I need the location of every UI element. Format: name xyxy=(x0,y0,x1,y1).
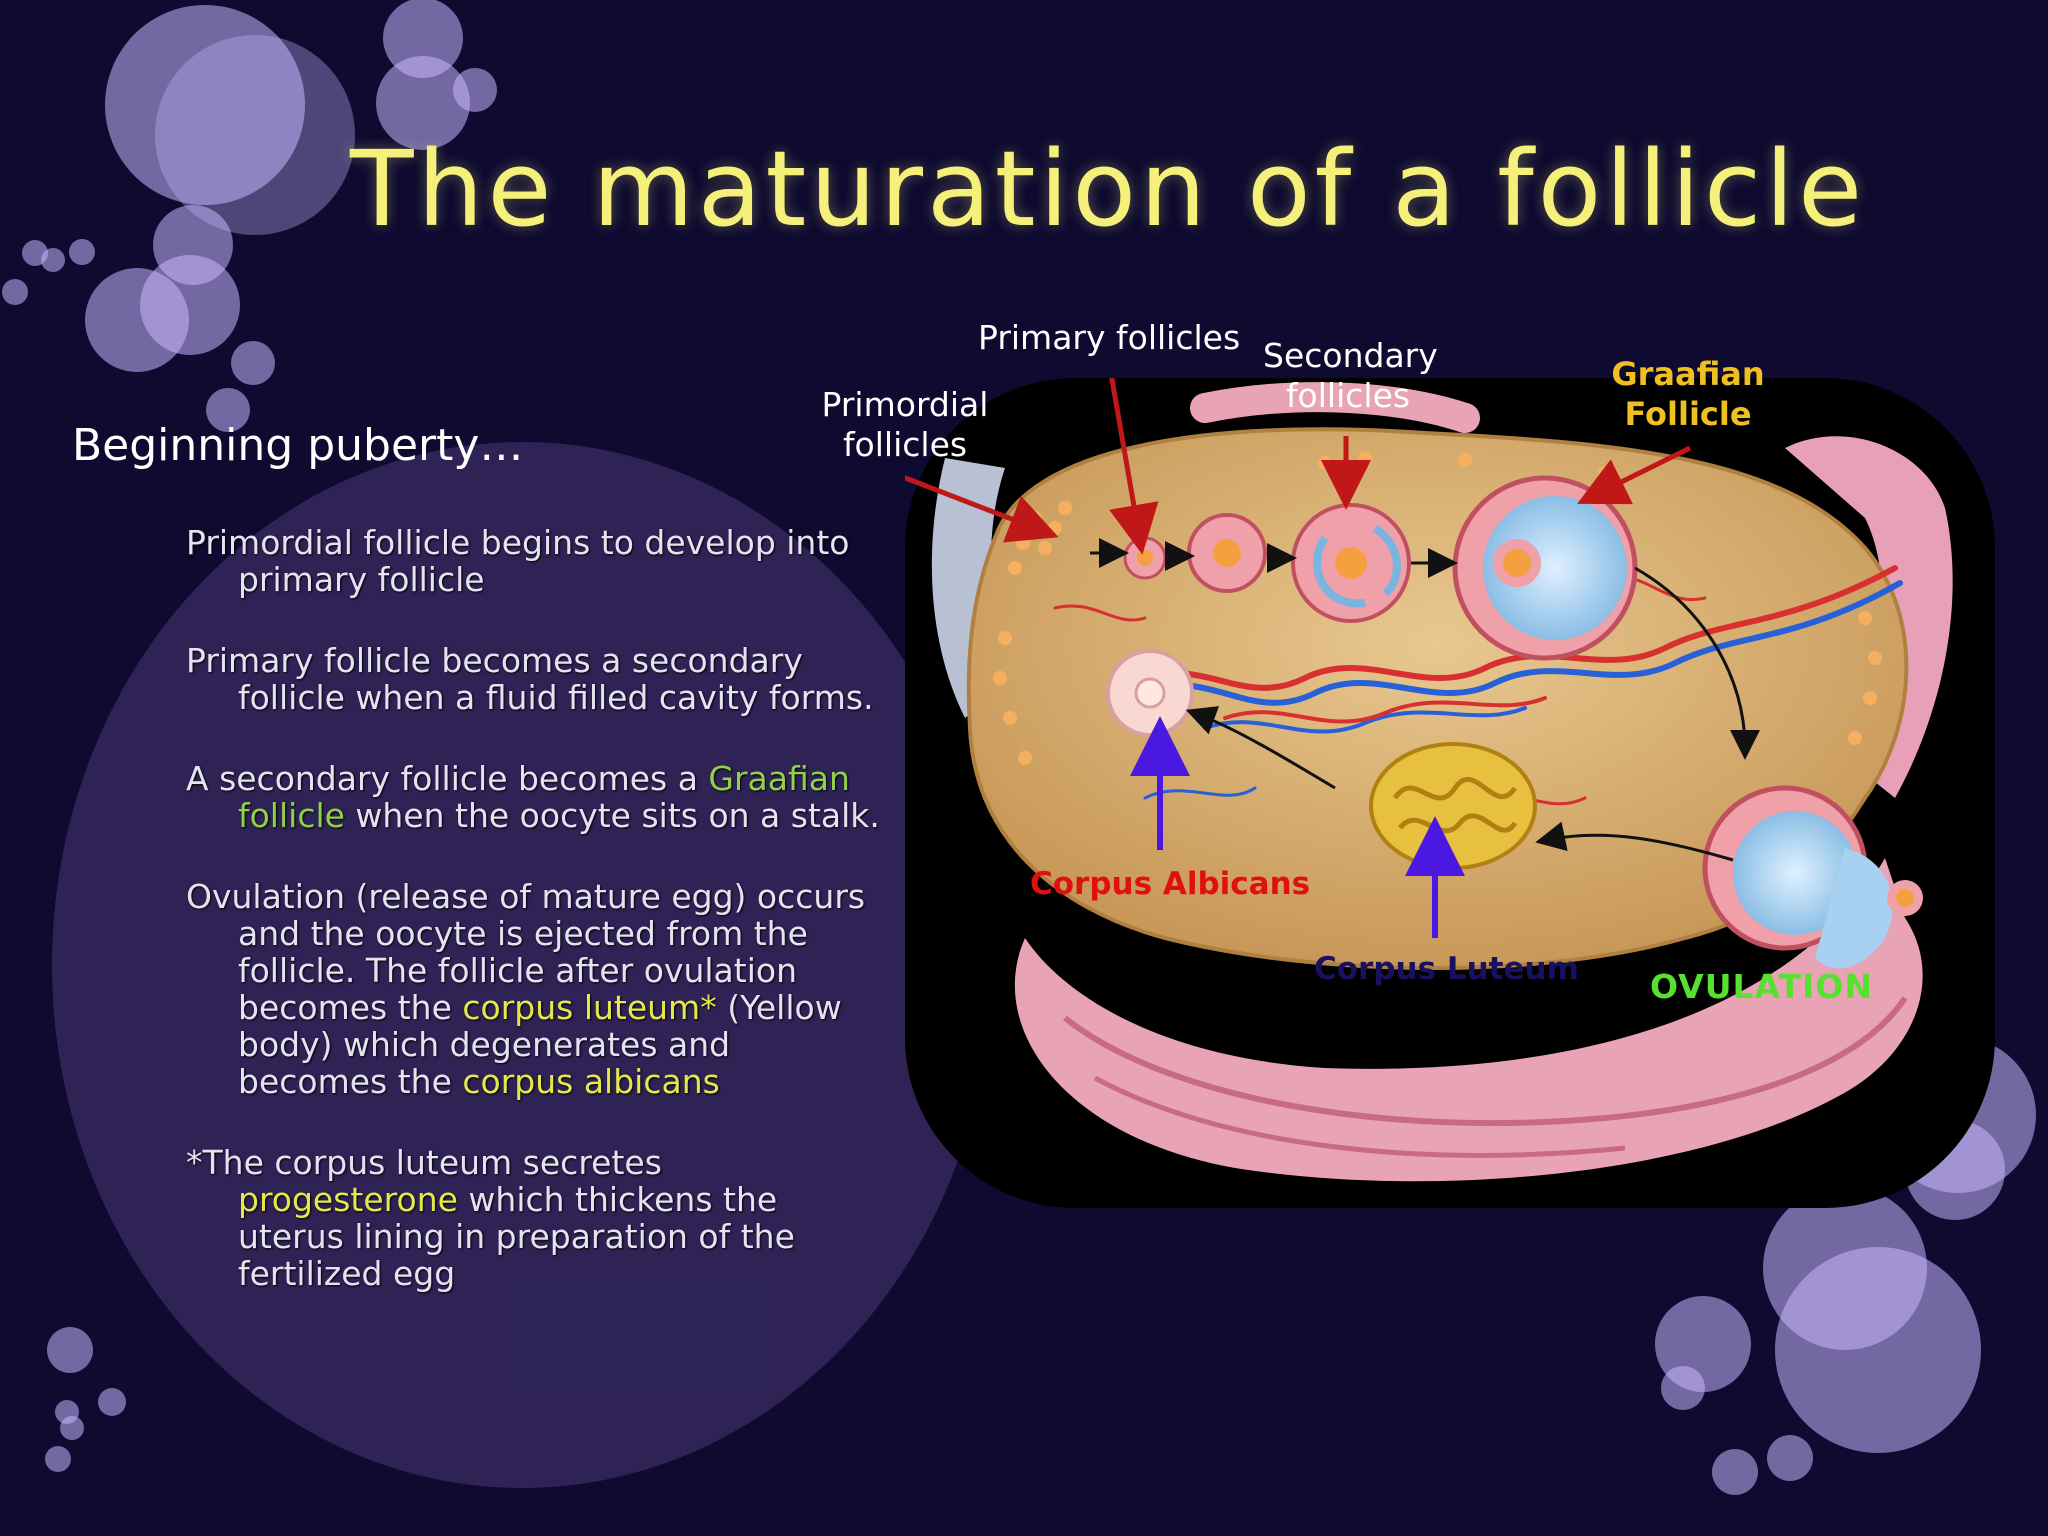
bullet-text: *The corpus luteum secretes xyxy=(186,1143,662,1182)
bullet-item: A secondary follicle becomes a Graafian … xyxy=(186,760,886,834)
label-arrows-red xyxy=(905,378,1692,555)
label-secondary-line1: Secondary xyxy=(1263,336,1438,375)
bullet-list: Primordial follicle begins to develop in… xyxy=(186,524,886,1336)
bubble xyxy=(1712,1449,1758,1495)
graafian-follicle xyxy=(1452,475,1638,661)
label-primary-follicles: Primary follicles xyxy=(978,318,1241,357)
ovulating-follicle xyxy=(1702,785,1923,969)
label-primordial-line2: follicles xyxy=(842,425,968,464)
bullet-text: Primary follicle becomes a secondary fol… xyxy=(186,641,874,717)
bubble xyxy=(98,1388,126,1416)
bubble xyxy=(1775,1247,1981,1453)
text-panel-circle xyxy=(52,442,992,1488)
bubble xyxy=(47,1327,93,1373)
bubble xyxy=(60,1416,84,1440)
label-primordial-follicles: Primordial follicles xyxy=(820,385,990,465)
highlighted-term: corpus luteum* xyxy=(462,988,717,1027)
bubble xyxy=(155,35,355,235)
label-corpus-albicans: Corpus Albicans xyxy=(1030,866,1311,902)
primary-follicle-large xyxy=(1187,513,1267,593)
bubble xyxy=(140,255,240,355)
bubble xyxy=(2,279,28,305)
bubble xyxy=(1661,1366,1705,1410)
slide-title: The maturation of a follicle xyxy=(350,128,1867,250)
corpus-luteum xyxy=(1369,742,1537,870)
bubble xyxy=(105,5,305,205)
label-graafian-line2: Follicle xyxy=(1624,395,1752,433)
slide-subtitle: Beginning puberty… xyxy=(72,420,524,471)
bubble xyxy=(383,0,463,78)
blood-vessels xyxy=(1053,565,1903,806)
bullet-text: when the oocyte sits on a stalk. xyxy=(344,796,880,835)
label-primordial-line1: Primordial xyxy=(821,385,989,424)
label-graafian-line1: Graafian xyxy=(1611,355,1765,393)
label-secondary-line2: follicles xyxy=(1285,376,1411,415)
bullet-text: which thickens the uterus lining in prep… xyxy=(238,1180,795,1293)
ovary-diagram xyxy=(905,378,1953,1182)
label-ovulation: OVULATION xyxy=(1650,967,1873,1006)
bubble xyxy=(231,341,275,385)
highlighted-term: Graafian follicle xyxy=(238,759,850,835)
bubble xyxy=(206,388,250,432)
highlighted-term: corpus albicans xyxy=(462,1062,720,1101)
bubble xyxy=(69,239,95,265)
pink-tissue xyxy=(931,382,1953,1182)
corpus-albicans xyxy=(1106,649,1194,737)
bullet-text: Primordial follicle begins to develop in… xyxy=(186,523,850,599)
label-corpus-luteum: Corpus Luteum xyxy=(1314,951,1579,987)
label-secondary-follicles: Secondary follicles xyxy=(1263,336,1438,416)
highlighted-term: progesterone xyxy=(238,1180,458,1219)
bullet-item: Primary follicle becomes a secondary fol… xyxy=(186,642,886,716)
bullet-item: Ovulation (release of mature egg) occurs… xyxy=(186,878,886,1100)
label-arrows-blue xyxy=(1130,716,1465,938)
bubble xyxy=(1767,1435,1813,1481)
sequence-arrows xyxy=(1090,538,1760,862)
primary-follicle xyxy=(1123,536,1167,580)
bubble xyxy=(376,56,470,150)
secondary-follicle xyxy=(1291,503,1411,623)
bullet-item: Primordial follicle begins to develop in… xyxy=(186,524,886,598)
bullet-text: A secondary follicle becomes a xyxy=(186,759,709,798)
bullet-text: Ovulation (release of mature egg) occurs… xyxy=(186,877,866,1027)
bullet-text: (Yellow body) which degenerates and beco… xyxy=(238,988,842,1101)
bubble xyxy=(453,68,497,112)
bullet-item: *The corpus luteum secretes progesterone… xyxy=(186,1144,886,1292)
label-graafian-follicle: Graafian Follicle xyxy=(1603,354,1773,434)
bubble xyxy=(45,1446,71,1472)
bubble xyxy=(41,248,65,272)
